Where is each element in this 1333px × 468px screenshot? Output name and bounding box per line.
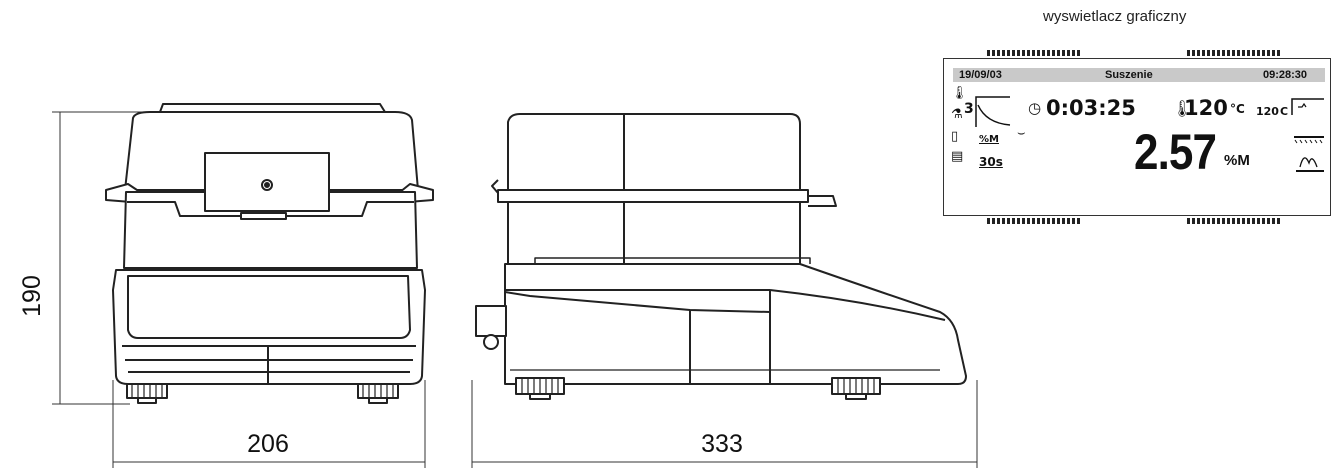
sample-icon: ⚗ [951, 107, 963, 122]
result-icon: ▯ [951, 129, 959, 144]
graphic-display: 19/09/03 Suszenie 09:28:30 🌡 ⚗ ▯ ▤ 3 %M … [943, 58, 1331, 216]
height-dimension [52, 111, 150, 405]
front-width-label: 206 [247, 430, 289, 458]
lcd-mode: Suszenie [1105, 69, 1153, 81]
side-view [475, 113, 967, 400]
bracket-icon: ⌣ [1017, 126, 1026, 141]
lcd-temperature-unit: °C [1230, 102, 1245, 116]
timer-doc-icon: ▤ [951, 149, 964, 164]
lcd-program-number: 3 [964, 101, 974, 117]
front-width-dimension [112, 380, 426, 468]
thermometer-icon: 🌡 [1172, 99, 1193, 118]
clock-icon: ◷ [1028, 99, 1042, 117]
front-view [105, 103, 434, 404]
balance-pan-icon [1294, 136, 1324, 172]
lcd-pins-bottom-left [987, 218, 1081, 224]
lcd-set-temperature: 120 [1256, 105, 1279, 118]
lcd-clock: 09:28:30 [1263, 69, 1308, 81]
side-depth-dimension [471, 380, 978, 468]
lcd-pins-top-right [1187, 50, 1281, 56]
lcd-pins-bottom-right [1187, 218, 1281, 224]
lcd-date: 19/09/03 [959, 69, 1002, 81]
lcd-result-value: 2.57 [1134, 124, 1217, 180]
display-caption: wyswietlacz graficzny [1043, 8, 1187, 25]
lcd-unit-box: %M [979, 134, 999, 145]
lcd-temperature: 120 [1184, 96, 1228, 120]
lcd-result-unit: %M [1224, 152, 1250, 169]
height-label: 190 [18, 275, 46, 317]
thermometer-drop-icon: 🌡 [951, 86, 968, 101]
lcd-set-temperature-unit: C [1280, 105, 1289, 118]
lcd-interval-box: 30s [979, 155, 1003, 169]
drying-curve-icon [975, 96, 1011, 127]
heating-profile-icon [1291, 98, 1324, 115]
lcd-pins-top-left [987, 50, 1081, 56]
lcd-status-bar: 19/09/03 Suszenie 09:28:30 [953, 68, 1325, 82]
lcd-elapsed-time: 0:03:25 [1046, 96, 1136, 120]
side-depth-label: 333 [701, 430, 743, 458]
